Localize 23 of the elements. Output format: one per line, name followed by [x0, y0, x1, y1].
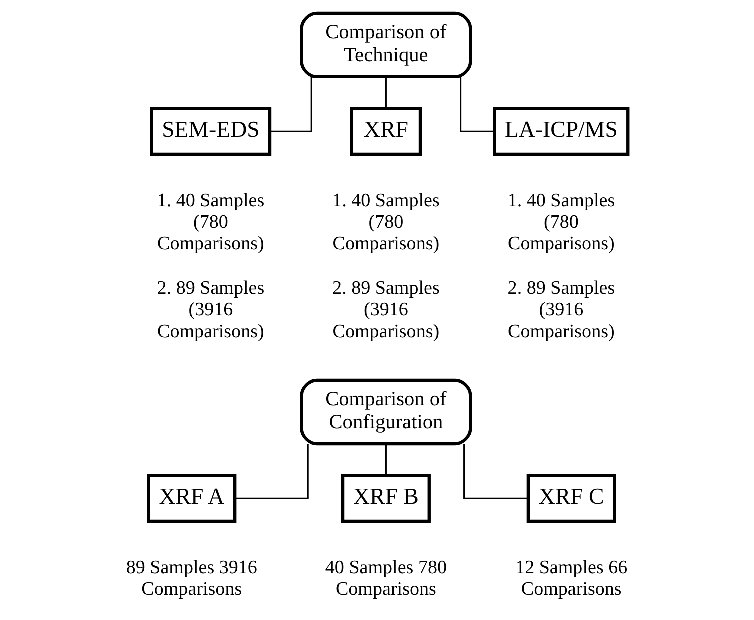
node-label: 1. 40 Samples (780 Comparisons): [508, 190, 616, 255]
connector: [460, 77, 494, 132]
node-box: LA-ICP/MS: [493, 107, 630, 156]
node-label: 1. 40 Samples (780 Comparisons): [332, 190, 440, 255]
node-box: XRF: [350, 107, 422, 156]
node-box: Comparison of Technique: [300, 12, 472, 79]
node-box: XRF A: [147, 474, 237, 524]
node-label: 2. 89 Samples (3916 Comparisons): [332, 278, 440, 342]
node-label: 12 Samples 66 Comparisons: [516, 558, 628, 600]
node-box: Comparison of Configuration: [300, 378, 472, 446]
node-label: 2. 89 Samples (3916 Comparisons): [508, 278, 616, 342]
node-box: XRF C: [526, 474, 616, 524]
node-label: 40 Samples 780 Comparisons: [325, 558, 448, 600]
connector: [385, 77, 387, 109]
connector: [270, 77, 312, 132]
node-box: XRF B: [341, 474, 431, 524]
node-label: 2. 89 Samples (3916 Comparisons): [157, 278, 265, 342]
connector: [464, 444, 528, 500]
node-label: 1. 40 Samples (780 Comparisons): [157, 190, 265, 255]
node-box: SEM-EDS: [150, 107, 272, 156]
connector: [235, 444, 309, 500]
connector: [385, 444, 387, 476]
node-label: 89 Samples 3916 Comparisons: [126, 558, 258, 600]
